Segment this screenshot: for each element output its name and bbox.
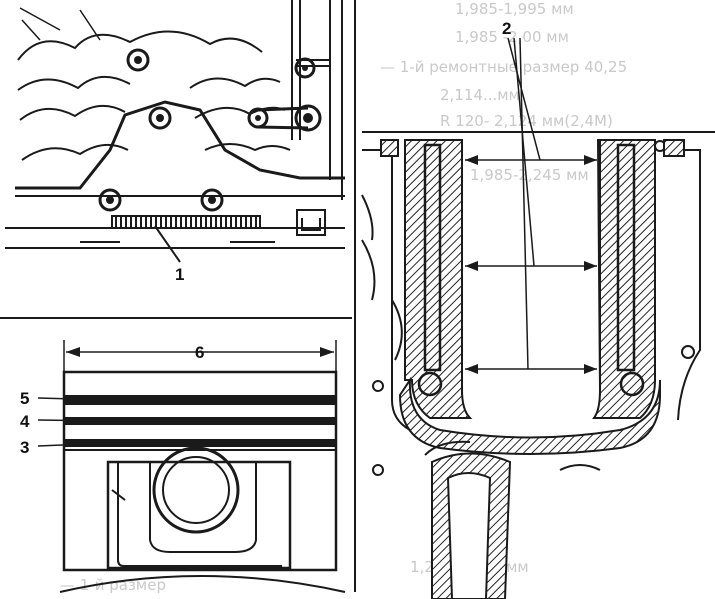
piston-side-view bbox=[37, 340, 346, 593]
ghost-line-2: 1,985 -2,00 мм bbox=[455, 28, 569, 46]
callout-4: 4 bbox=[20, 412, 30, 431]
bolt-heads bbox=[98, 48, 322, 212]
callout-6: 6 bbox=[195, 343, 204, 362]
callout-2: 2 bbox=[502, 19, 511, 38]
ghost-line-6: 1,985-2,245 мм bbox=[470, 166, 589, 184]
callout-3: 3 bbox=[20, 438, 29, 457]
callout-5: 5 bbox=[20, 389, 29, 408]
ghost-line-4: 2,114...мм bbox=[440, 86, 520, 104]
panel-dividers bbox=[0, 0, 356, 592]
callout-1: 1 bbox=[175, 265, 184, 284]
ghost-line-5: R 120- 2,124 мм(2,4М) bbox=[440, 112, 613, 130]
engine-block-top-view bbox=[5, 0, 345, 263]
cylinder-cross-section bbox=[361, 37, 715, 599]
ghost-line-3: — 1-й ремонтные размер 40,25 bbox=[380, 58, 627, 76]
bleed-through-text: 1,985-1,995 мм 1,985 -2,00 мм — 1-й ремо… bbox=[60, 0, 627, 594]
ghost-line-1: 1,985-1,995 мм bbox=[455, 0, 574, 18]
marking-stamp bbox=[111, 215, 261, 229]
ghost-line-8: — 1-й размер bbox=[60, 576, 166, 594]
